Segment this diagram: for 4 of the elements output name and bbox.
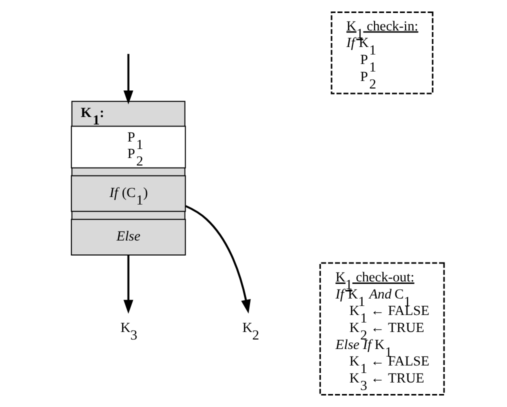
arrow [184,205,250,314]
arrow [123,255,133,314]
arrow [123,54,133,104]
node-box: Else [70,218,186,256]
